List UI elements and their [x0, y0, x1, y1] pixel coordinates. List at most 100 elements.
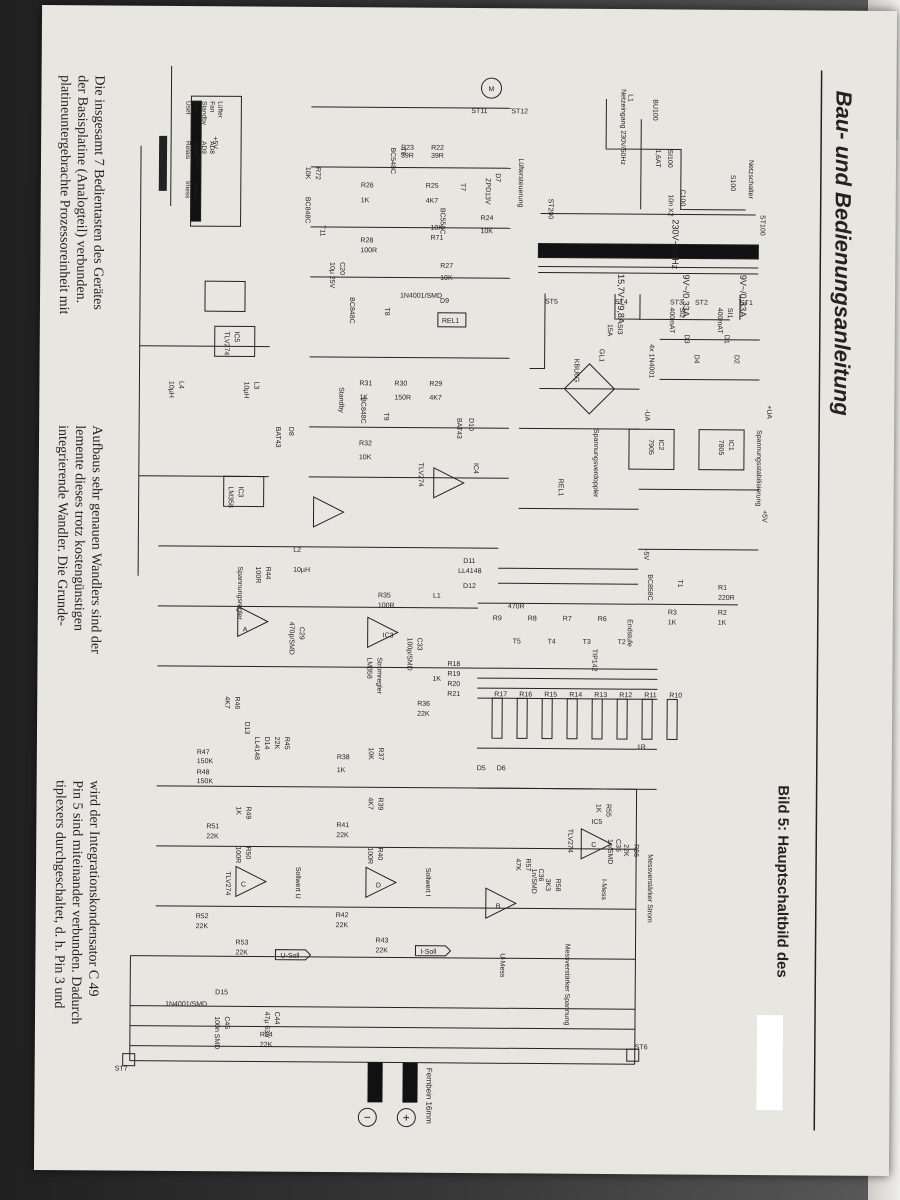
r23-label: R23	[401, 145, 414, 152]
col2-line1: integrierende Wandler. Die Grunde-	[54, 425, 70, 626]
ic5-lm-label: IC5	[233, 331, 240, 342]
r29-value: 4K7	[429, 395, 442, 402]
fan-motor-label: M	[488, 86, 494, 93]
t9-type: BC848C	[359, 397, 366, 424]
c45-label: C45	[223, 1016, 230, 1029]
l2-label: L2	[293, 547, 301, 554]
control-line-ad9: AD9	[200, 141, 207, 154]
ic3b-type: LM358	[365, 657, 372, 679]
d8-label: D8	[287, 427, 294, 436]
gl1-label: GL1	[598, 349, 605, 362]
d8-type: BAT43	[274, 427, 281, 448]
si2-value: 400mAT	[668, 307, 675, 334]
c20-label: C20	[338, 262, 345, 275]
r54-value: 22K	[260, 1042, 273, 1049]
ic3b-label: IC3	[383, 632, 394, 639]
voltage-amp-title: Messverstärker Spannung	[563, 944, 571, 1026]
ic5-lm-type: TLV274	[223, 331, 230, 355]
r7-label: R7	[563, 616, 572, 623]
ic4c-type: TLV274	[224, 871, 231, 895]
r71-label: R71	[430, 235, 443, 242]
schematic-wiring	[129, 65, 760, 1065]
r28-value: 100R	[360, 247, 377, 254]
si3-value: 15A	[606, 324, 613, 337]
ic3-lm-label: IC3	[237, 486, 244, 497]
r31-value: 1K	[359, 394, 368, 401]
d2-label: D2	[733, 355, 740, 364]
sec1-label: 15,7V~/9,8A	[616, 274, 626, 324]
st6-pad	[626, 1048, 640, 1062]
st5-label: ST5	[545, 299, 558, 306]
t3-label: T3	[583, 639, 591, 646]
r53-value: 22K	[235, 949, 248, 956]
imess-output: I-Mess	[600, 879, 607, 901]
minus-terminal-block	[367, 1062, 383, 1103]
r20-label: R20	[447, 681, 460, 688]
st3-label: ST3	[670, 299, 683, 306]
r42-label: R42	[336, 912, 349, 919]
ic3a-part: A	[243, 626, 248, 633]
d13-d14-type: LL4148	[253, 737, 260, 761]
c36-label: C36	[537, 869, 544, 882]
fan-title: Lüftersteuerung	[517, 158, 524, 207]
body-text-col2: integrierende Wandler. Die Grunde- lemen…	[54, 425, 105, 654]
r35-value: 100R	[378, 602, 395, 609]
col1-line2: der Basisplatine (Analogteil) verbunden.	[73, 75, 90, 303]
r47-label: R47	[197, 749, 210, 756]
plus-terminal-icon	[396, 1108, 416, 1128]
r52-value: 22K	[196, 923, 209, 930]
st12-label: ST12	[511, 108, 528, 115]
si3-label: SI3	[616, 324, 623, 335]
col3-line3: wird der Integrationskondensator C 49	[85, 780, 102, 996]
setpoint-i-title: Sollwert I	[424, 868, 431, 897]
schematic-svg: Bau- und Bedienungsanleitung Bild 5: Hau…	[51, 65, 856, 1131]
ic5b-part: B	[496, 903, 501, 910]
i-soll-input-flag	[414, 945, 452, 957]
r43-label: R43	[376, 937, 389, 944]
plus-symbol: +	[403, 1111, 410, 1125]
r44-label: R44	[264, 567, 271, 580]
r50-value: 100R	[234, 846, 241, 863]
control-line-ad8: AD8	[208, 141, 215, 154]
t4-label: T4	[548, 639, 556, 646]
r40-value: 100R	[366, 847, 373, 864]
r25-label: R25	[426, 183, 439, 190]
ic5c-type: TLV274	[566, 829, 573, 853]
c29-label: C29	[298, 627, 305, 640]
r49-value: 1K	[234, 806, 241, 815]
r15-label: R15	[544, 692, 557, 699]
c44-value: 47µ 63V	[263, 1012, 270, 1039]
netzeingang-label: Netzeingang 230V/50Hz	[619, 89, 627, 165]
magazine-page: Bau- und Bedienungsanleitung Bild 5: Hau…	[33, 5, 898, 1176]
r29-label: R29	[429, 381, 442, 388]
rel1-coil-icon	[437, 312, 467, 328]
minus-ua: -UA	[643, 409, 650, 421]
ic4-top-type: TLV274	[417, 463, 424, 487]
spannungsverdoppler: Spannungsverdoppler	[592, 429, 599, 498]
body-text-col3: tiplexers durchgeschaltet, d. h. Pin 3 u…	[51, 780, 102, 1024]
redacted-title	[756, 1015, 784, 1111]
u-soll-input-flag	[274, 949, 312, 961]
control-line-standby: Standby	[200, 101, 207, 126]
r55-label: R55	[604, 804, 611, 817]
r30-label: R30	[394, 380, 407, 387]
col2-line3: Aufbaus sehr genauen Wandlers sind der	[88, 425, 105, 654]
netzschalter-label: Netzschalter	[747, 160, 754, 200]
setpoint-u-title: Sollwert U	[294, 867, 301, 899]
d10-label: D10	[467, 418, 474, 431]
c35-value: 1n/SMD	[606, 839, 613, 864]
u-soll-input: U-Soll	[280, 953, 300, 960]
r22-label: R22	[431, 145, 444, 152]
st200-label: ST200	[547, 199, 554, 220]
r57-label: R57	[524, 858, 531, 871]
r25-value: 4K7	[426, 198, 439, 205]
r31-label: R31	[359, 380, 372, 387]
r1-value: 220R	[718, 595, 735, 602]
r39-label: R39	[376, 797, 383, 810]
r12-label: R12	[619, 692, 632, 699]
st7-pad	[122, 1053, 136, 1067]
control-line-luefter: Lüfter	[216, 101, 223, 119]
r49-label: R49	[244, 806, 251, 819]
si1-label: SI1	[726, 308, 733, 319]
si2-label: SI2	[678, 307, 685, 318]
